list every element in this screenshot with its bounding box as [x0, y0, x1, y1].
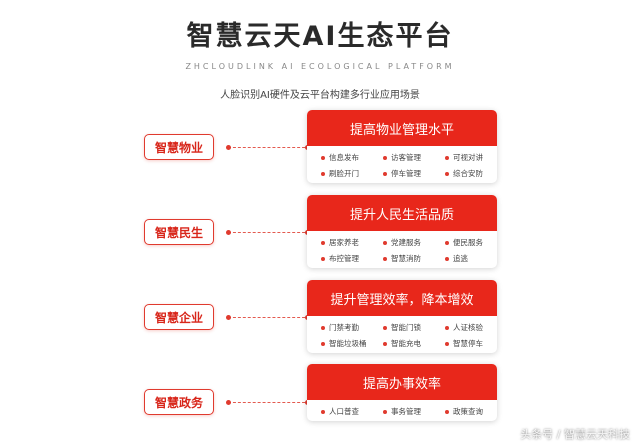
- bullet-icon: [383, 256, 387, 261]
- feature-item: 智能垃圾桶: [321, 338, 383, 349]
- bullet-icon: [383, 171, 387, 176]
- feature-item: 智能充电: [383, 338, 445, 349]
- connector-dot-left: [226, 145, 231, 150]
- bullet-icon: [321, 409, 325, 414]
- bullet-icon: [383, 409, 387, 414]
- bullet-icon: [445, 325, 449, 330]
- feature-item: 综合安防: [445, 168, 497, 179]
- feature-item: 党建服务: [383, 237, 445, 248]
- connector-dot-left: [226, 400, 231, 405]
- bullet-icon: [383, 325, 387, 330]
- feature-item: 信息发布: [321, 152, 383, 163]
- feature-card: 提高办事效率 人口普查 事务管理 政策查询: [307, 364, 497, 421]
- feature-item: 智慧停车: [445, 338, 497, 349]
- bullet-icon: [383, 341, 387, 346]
- feature-card: 提高物业管理水平 信息发布 访客管理 可视对讲 刷脸开门 停车管理 综合安防: [307, 110, 497, 183]
- page-title: 智慧云天AI生态平台: [186, 21, 454, 52]
- connector-line: [228, 402, 310, 403]
- section-label[interactable]: 智慧政务: [144, 389, 214, 415]
- card-title: 提高物业管理水平: [307, 110, 497, 146]
- feature-item: 追逃: [445, 253, 497, 264]
- bullet-icon: [321, 240, 325, 245]
- watermark: 头条号 / 智慧云天科技: [520, 428, 630, 441]
- bullet-icon: [445, 256, 449, 261]
- section-livelihood: 智慧民生 提升人民生活品质 居家养老 党建服务 便民服务 布控管理 智慧消防 追…: [0, 192, 640, 272]
- feature-item: 刷脸开门: [321, 168, 383, 179]
- feature-item: 门禁考勤: [321, 322, 383, 333]
- bullet-icon: [445, 171, 449, 176]
- bullet-icon: [445, 240, 449, 245]
- bullet-icon: [321, 256, 325, 261]
- feature-item: 人证核验: [445, 322, 497, 333]
- feature-card: 提升管理效率，降本增效 门禁考勤 智能门锁 人证核验 智能垃圾桶 智能充电 智慧…: [307, 280, 497, 353]
- bullet-icon: [383, 155, 387, 160]
- connector-dot-left: [226, 315, 231, 320]
- bullet-icon: [321, 341, 325, 346]
- connector-line: [228, 317, 310, 318]
- section-label[interactable]: 智慧物业: [144, 134, 214, 160]
- feature-item: 人口普查: [321, 406, 383, 417]
- feature-item: 布控管理: [321, 253, 383, 264]
- feature-item: 智能门锁: [383, 322, 445, 333]
- feature-item: 居家养老: [321, 237, 383, 248]
- feature-item: 政策查询: [445, 406, 497, 417]
- section-label[interactable]: 智慧企业: [144, 304, 214, 330]
- english-subtitle: ZHCLOUDLINK AI ECOLOGICAL PLATFORM: [185, 62, 455, 71]
- section-label[interactable]: 智慧民生: [144, 219, 214, 245]
- feature-item: 访客管理: [383, 152, 445, 163]
- bullet-icon: [321, 155, 325, 160]
- feature-card: 提升人民生活品质 居家养老 党建服务 便民服务 布控管理 智慧消防 追逃: [307, 195, 497, 268]
- bullet-icon: [445, 341, 449, 346]
- connector-line: [228, 232, 310, 233]
- connector-line: [228, 147, 310, 148]
- section-property: 智慧物业 提高物业管理水平 信息发布 访客管理 可视对讲 刷脸开门 停车管理 综…: [0, 106, 640, 186]
- chinese-subtitle: 人脸识别AI硬件及云平台构建多行业应用场景: [220, 90, 420, 101]
- feature-item: 可视对讲: [445, 152, 497, 163]
- bullet-icon: [445, 155, 449, 160]
- section-government: 智慧政务 提高办事效率 人口普查 事务管理 政策查询: [0, 364, 640, 444]
- card-title: 提高办事效率: [307, 364, 497, 400]
- bullet-icon: [383, 240, 387, 245]
- bullet-icon: [321, 171, 325, 176]
- feature-item: 停车管理: [383, 168, 445, 179]
- card-title: 提升管理效率，降本增效: [307, 280, 497, 316]
- card-title: 提升人民生活品质: [307, 195, 497, 231]
- bullet-icon: [321, 325, 325, 330]
- connector-dot-left: [226, 230, 231, 235]
- bullet-icon: [445, 409, 449, 414]
- feature-item: 智慧消防: [383, 253, 445, 264]
- feature-item: 便民服务: [445, 237, 497, 248]
- feature-item: 事务管理: [383, 406, 445, 417]
- section-enterprise: 智慧企业 提升管理效率，降本增效 门禁考勤 智能门锁 人证核验 智能垃圾桶 智能…: [0, 278, 640, 358]
